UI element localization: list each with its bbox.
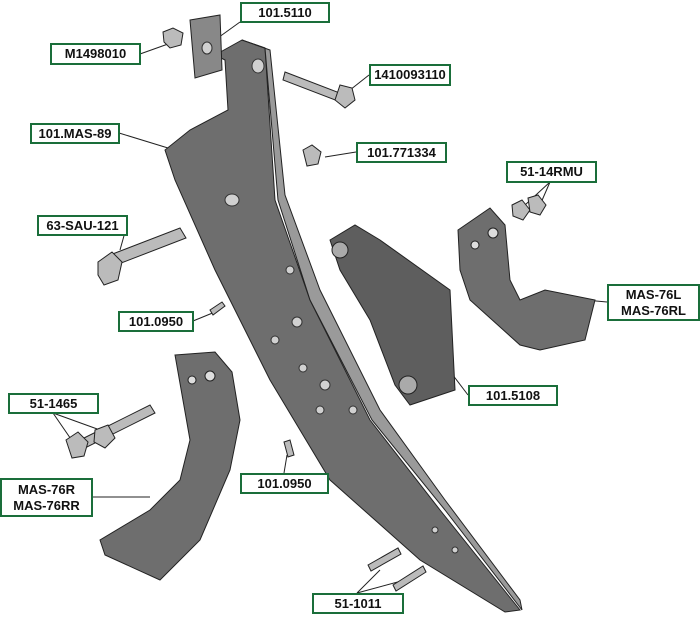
label-line-2: MAS-76RL	[620, 302, 686, 318]
part-label-101-5110: 101.5110	[240, 2, 330, 23]
label-line-1: MAS-76R	[17, 481, 76, 497]
part-label-m1498010: M1498010	[50, 43, 141, 65]
part-label-101-771334: 101.771334	[356, 142, 447, 163]
shank-holes	[201, 41, 459, 554]
part-label-101-0950-b: 101.0950	[240, 473, 329, 494]
part-label-101-mas-89: 101.MAS-89	[30, 123, 120, 144]
part-label-51-1011: 51-1011	[312, 593, 404, 614]
part-label-mas-76r: MAS-76R MAS-76RR	[0, 478, 93, 517]
part-label-1410093110: 1410093110	[369, 64, 451, 86]
label-line-2: MAS-76RR	[13, 497, 80, 513]
label-line-1: MAS-76L	[625, 286, 682, 302]
fasteners	[65, 27, 547, 592]
bracket-101-5108	[329, 224, 456, 406]
wing-left	[99, 351, 241, 581]
part-label-63-sau-121: 63-SAU-121	[37, 215, 128, 236]
part-label-51-1465: 51-1465	[8, 393, 99, 414]
part-label-51-14rmu: 51-14RMU	[506, 161, 597, 183]
part-label-101-5108: 101.5108	[468, 385, 558, 406]
part-label-mas-76l: MAS-76L MAS-76RL	[607, 284, 700, 321]
part-label-101-0950-a: 101.0950	[118, 311, 194, 332]
wing-right	[457, 207, 596, 351]
